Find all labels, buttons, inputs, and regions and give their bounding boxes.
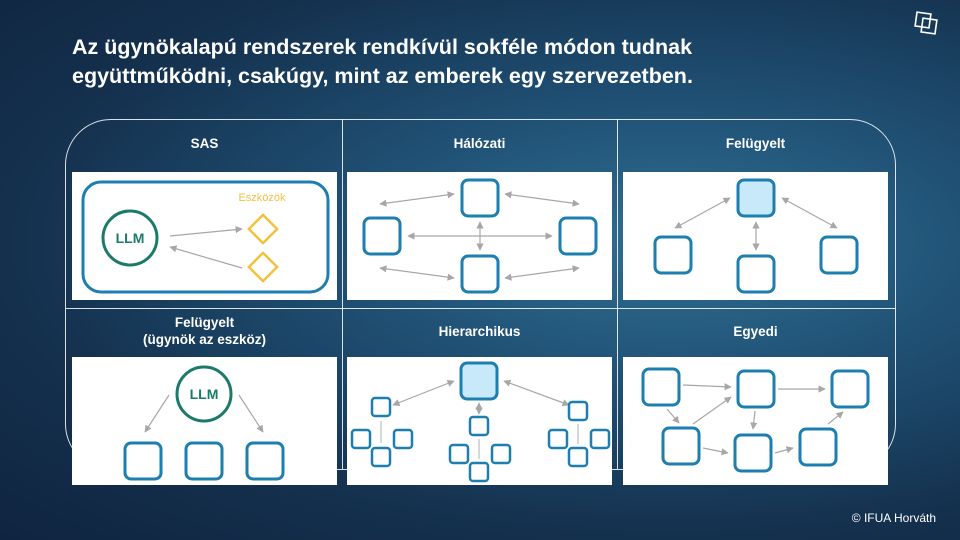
custom-node-f: [798, 427, 838, 467]
arrow-llm-to-tool: [169, 226, 243, 237]
panel-sas: LLM Eszközök: [72, 172, 337, 300]
panel-network: [347, 172, 612, 300]
title-line-1: Az ügynökalapú rendszerek rendkívül sokf…: [72, 35, 693, 59]
panel-label-supervised-tool: Felügyelt (ügynök az eszköz): [72, 314, 337, 348]
agent-node-right: [245, 441, 285, 481]
worker-node-left: [653, 235, 693, 275]
copyright-text: © IFUA Horváth: [851, 511, 936, 525]
divider-horizontal: [66, 308, 895, 309]
node-top: [460, 178, 500, 218]
tool-diamond-1: [247, 213, 279, 245]
cluster-left: [350, 396, 414, 468]
arrow-left-bottom: [379, 265, 455, 281]
agent-node-middle: [184, 441, 224, 481]
llm-text: LLM: [190, 386, 219, 402]
panel-label-hierarchical: Hierarchikus: [438, 324, 521, 339]
worker-node-right: [819, 235, 859, 275]
cluster-middle: [448, 415, 512, 483]
arrow-root-right: [503, 379, 570, 407]
panel-label-custom: Egyedi: [733, 324, 778, 339]
agent-container: [81, 180, 330, 294]
arrow-a-d: [666, 408, 680, 424]
panel-custom: [623, 357, 888, 485]
llm-text: LLM: [116, 230, 145, 246]
supervisor-node: [736, 178, 776, 218]
panel-label-supervised-tool-line1: Felügyelt: [174, 315, 235, 330]
panel-label-supervised: Felügyelt: [725, 136, 786, 151]
arrow-f-c: [827, 411, 844, 425]
custom-node-a: [641, 367, 681, 407]
arrow-d-b: [692, 396, 732, 425]
title-line-2: együttműködni, csakúgy, mint az emberek …: [72, 64, 693, 88]
worker-node-middle: [736, 254, 776, 294]
arrow-top-right: [504, 191, 580, 207]
cluster-right: [547, 400, 611, 468]
tool-diamond-2: [247, 251, 279, 283]
page-title: Az ügynökalapú rendszerek rendkívül sokf…: [72, 33, 872, 91]
arrow-sup-left: [674, 197, 731, 229]
arrow-bottom-right: [504, 265, 580, 281]
node-right: [558, 216, 598, 256]
node-bottom: [460, 254, 500, 294]
panel-label-sas: SAS: [190, 136, 219, 151]
arrow-e-f: [774, 446, 794, 454]
overlapping-squares-icon: [914, 11, 938, 35]
arrow-llm-right: [238, 394, 264, 433]
panel-label-supervised-tool-line2: (ügynök az eszköz): [142, 332, 267, 347]
root-node: [459, 361, 499, 401]
custom-node-c: [830, 369, 870, 409]
custom-node-d: [661, 426, 701, 466]
custom-node-b: [736, 369, 776, 409]
arrow-a-b: [682, 383, 732, 391]
divider-vertical-1: [342, 119, 343, 469]
panel-hierarchical: [347, 357, 612, 485]
arrow-d-e: [702, 447, 729, 456]
llm-node: [101, 209, 159, 267]
panel-label-network: Hálózati: [453, 136, 506, 151]
panel-supervised-agent-as-tool: LLM: [72, 357, 337, 485]
llm-node: [175, 365, 233, 423]
node-left: [362, 216, 402, 256]
agent-node-left: [123, 441, 163, 481]
tools-label: Eszközök: [238, 192, 286, 204]
arrow-llm-left: [144, 394, 170, 433]
custom-node-e: [733, 433, 773, 473]
arrow-tool-to-llm: [169, 245, 243, 269]
divider-vertical-2: [617, 119, 618, 469]
arrow-root-left: [392, 380, 455, 406]
arrow-b-e: [750, 410, 758, 430]
panel-supervised: [623, 172, 888, 300]
arrow-left-top: [379, 191, 455, 207]
arrow-sup-right: [781, 197, 838, 229]
